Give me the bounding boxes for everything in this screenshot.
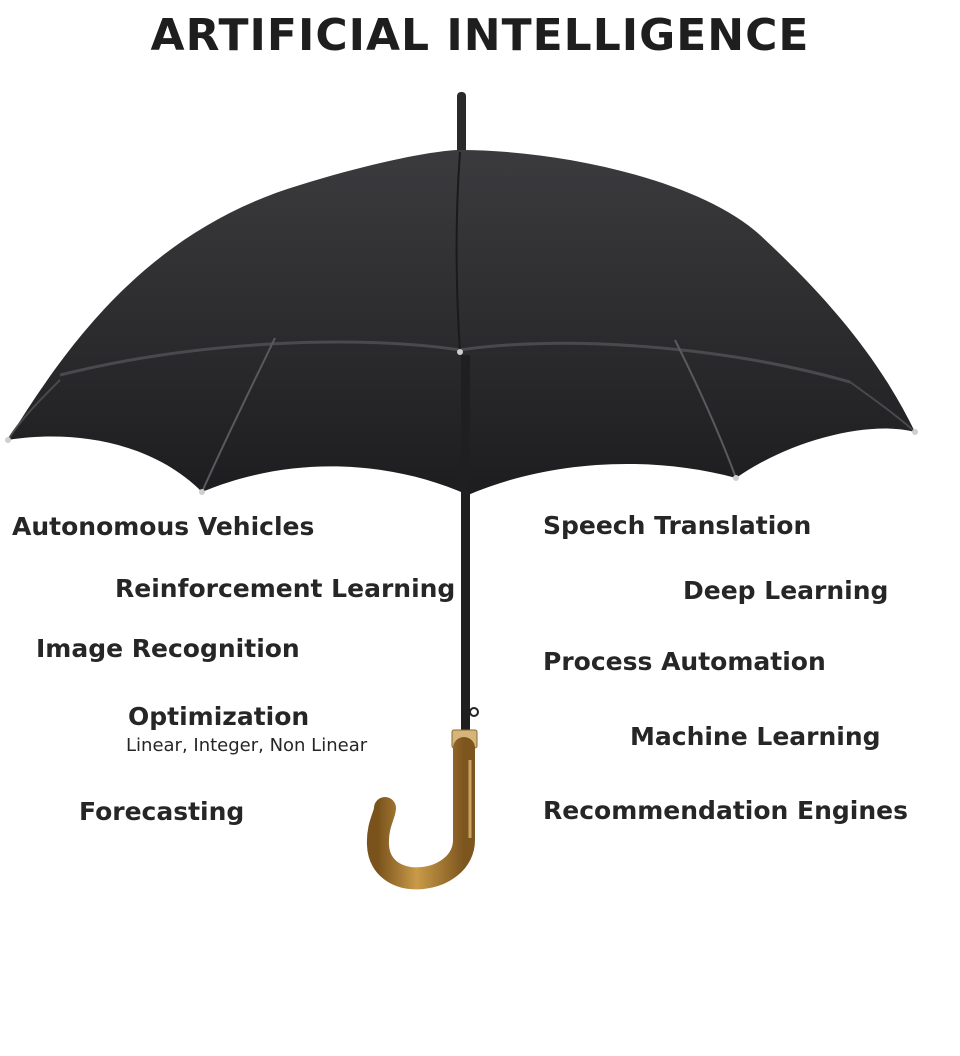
label-reinforcement-learning: Reinforcement Learning: [115, 574, 456, 603]
umbrella-tip: [457, 92, 466, 154]
label-autonomous-vehicles: Autonomous Vehicles: [12, 512, 315, 541]
label-forecasting: Forecasting: [79, 797, 245, 826]
label-optimization: Optimization: [128, 702, 310, 731]
label-machine-learning: Machine Learning: [630, 722, 881, 751]
label-speech-translation: Speech Translation: [543, 511, 812, 540]
label-process-automation: Process Automation: [543, 647, 826, 676]
label-image-recognition: Image Recognition: [36, 634, 300, 663]
label-optimization-subtitle: Linear, Integer, Non Linear: [126, 735, 368, 756]
umbrella-handle: [366, 737, 475, 890]
label-recommendation-engines: Recommendation Engines: [543, 796, 908, 825]
umbrella-canopy: [8, 150, 915, 495]
page-title: ARTIFICIAL INTELLIGENCE: [150, 10, 810, 61]
umbrella-shaft: [461, 355, 470, 735]
label-deep-learning: Deep Learning: [683, 576, 889, 605]
